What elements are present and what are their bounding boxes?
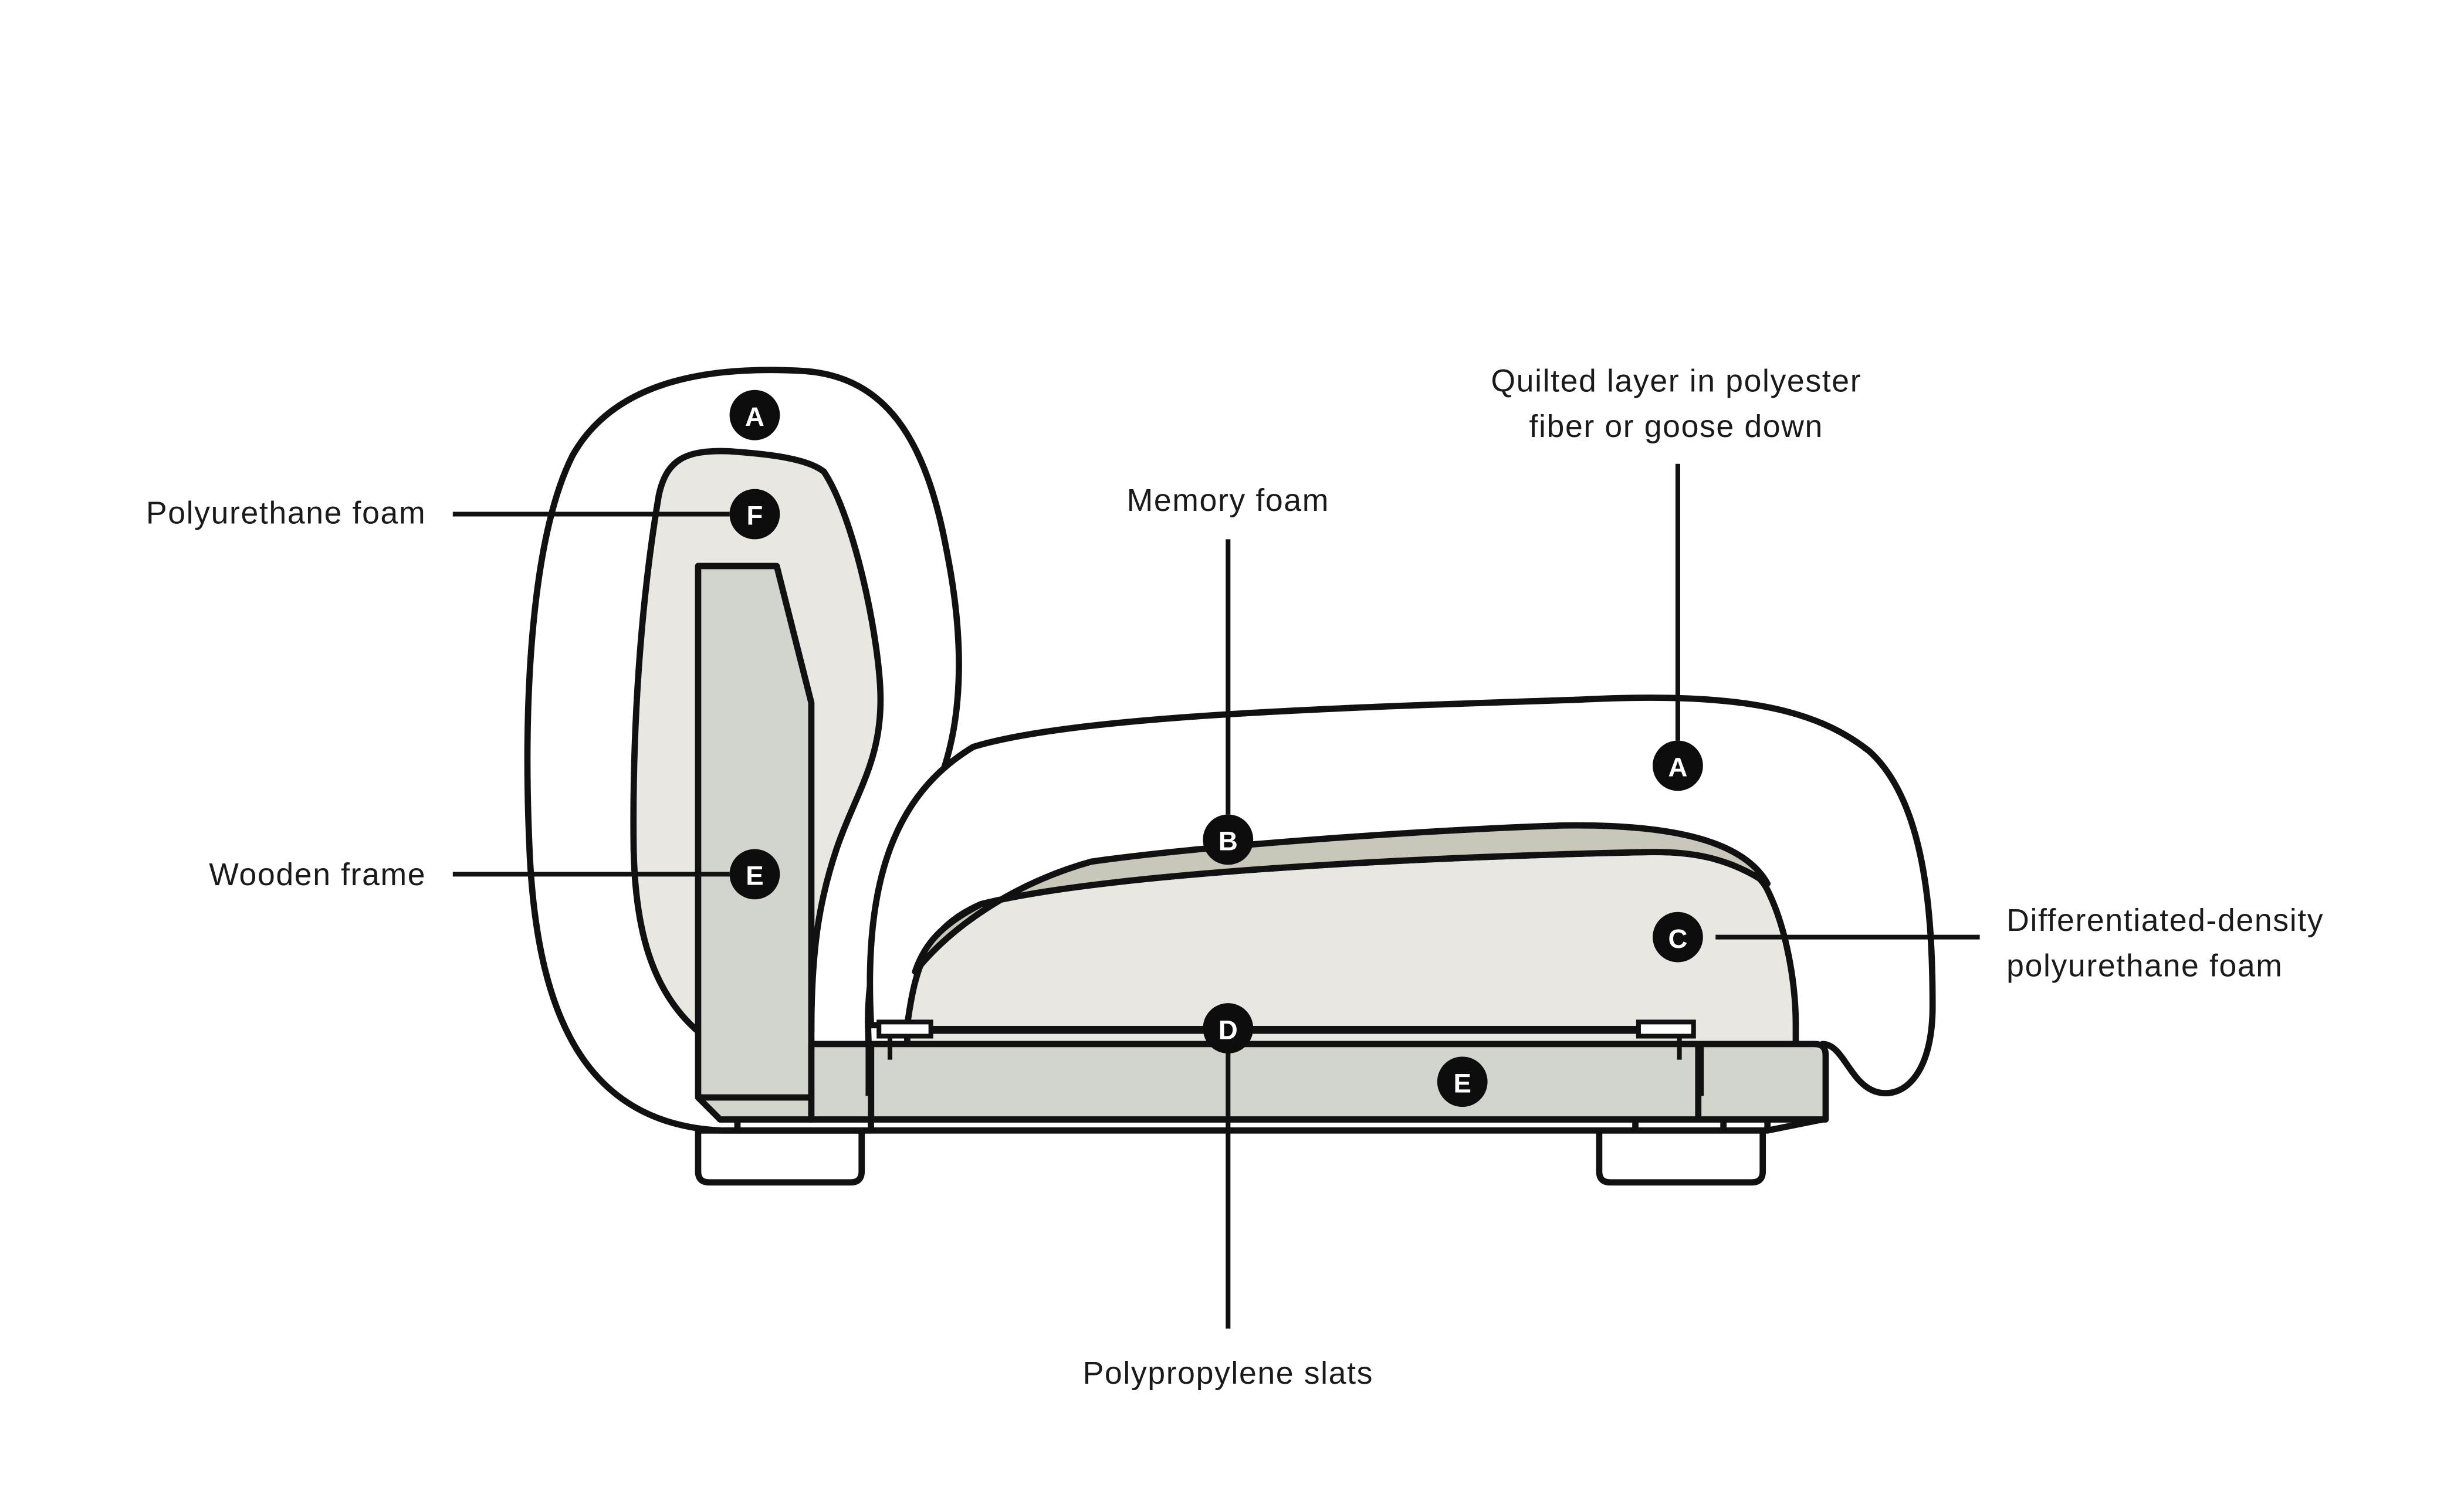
marker-back-foam: F — [729, 489, 780, 540]
polypropylene-slats — [865, 1019, 1704, 1096]
label-differentiated-line1: Differentiated-density — [2006, 903, 2324, 938]
label-quilted-line2: fiber or goose down — [1529, 409, 1823, 444]
svg-text:C: C — [1668, 924, 1687, 954]
left-leg — [695, 1127, 865, 1186]
svg-text:B: B — [1219, 826, 1238, 856]
svg-text:D: D — [1219, 1015, 1238, 1045]
base-wooden-frame — [808, 1041, 1829, 1123]
svg-text:A: A — [1668, 753, 1687, 782]
memory-foam-layer — [912, 822, 1771, 975]
svg-text:E: E — [1454, 1068, 1471, 1098]
label-polyurethane-foam: Polyurethane foam — [146, 496, 426, 531]
marker-seat-foam: C — [1653, 912, 1703, 963]
marker-slats: D — [1203, 1003, 1254, 1053]
svg-text:A: A — [745, 402, 764, 432]
label-wooden-frame: Wooden frame — [209, 857, 426, 892]
marker-base-frame: E — [1437, 1056, 1488, 1107]
marker-seat-quilted: A — [1653, 740, 1703, 791]
label-quilted-line1: Quilted layer in polyester — [1491, 363, 1861, 398]
label-memory-foam: Memory foam — [1127, 483, 1329, 518]
label-polypropylene-slats: Polypropylene slats — [1083, 1356, 1373, 1391]
marker-back-frame: E — [729, 849, 780, 900]
label-differentiated-line2: polyurethane foam — [2006, 948, 2283, 984]
svg-text:E: E — [746, 861, 763, 891]
svg-text:F: F — [747, 501, 763, 531]
right-leg — [1596, 1127, 1766, 1186]
backrest-wooden-frame — [695, 563, 815, 1123]
marker-back-quilted: A — [729, 389, 780, 441]
marker-memory-foam: B — [1203, 814, 1254, 865]
